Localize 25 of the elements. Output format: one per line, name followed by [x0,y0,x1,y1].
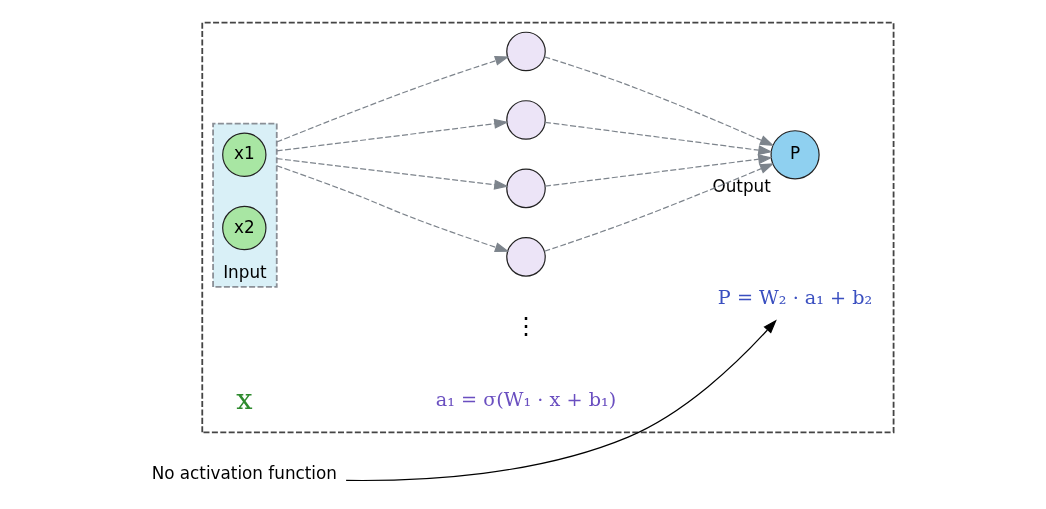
arrow [544,154,773,187]
label: x [236,381,253,416]
node-circle [506,100,546,140]
node-text: P = W₂ · a₁ + b₂ [717,285,873,309]
arrow [543,163,775,252]
arrow [276,165,510,253]
arrow [276,56,510,143]
node-circle: x1 [222,132,267,177]
label: a₁ = σ(W₁ · x + b₁) [435,387,617,411]
arrow [345,319,777,482]
cluster [201,21,895,434]
arrow [276,157,509,190]
arrow [276,118,509,152]
node-label: Input [223,261,267,282]
arrow [543,56,775,146]
node-circle [506,168,546,209]
node-circle: x2 [222,205,267,251]
node-circle: P [770,130,820,180]
node-circle [506,237,546,277]
node-text: No activation function [151,462,337,483]
label: ⋮ [514,311,539,340]
node-label: Output [712,176,771,197]
arrow [544,121,773,156]
node-circle [506,31,546,72]
cluster [212,122,278,288]
